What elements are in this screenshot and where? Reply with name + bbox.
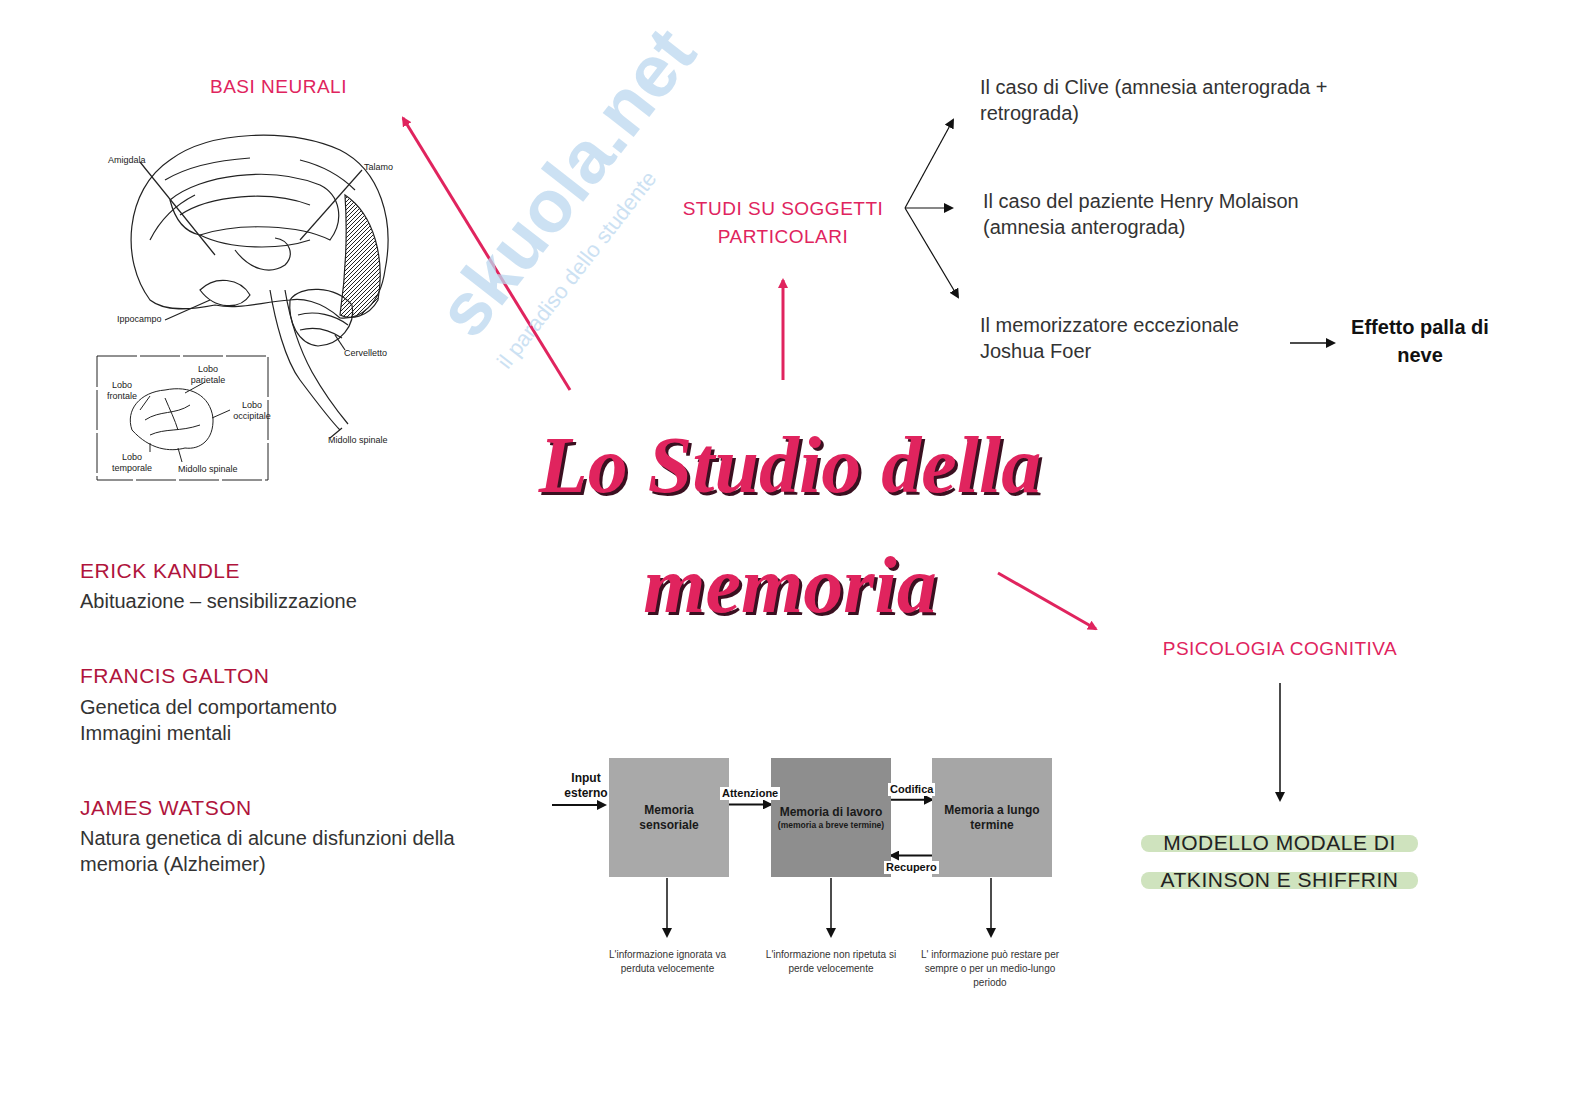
part-label: Talamo — [364, 162, 393, 173]
section-heading: BASI NEURALI — [210, 76, 347, 98]
flow-arrow — [891, 799, 932, 801]
case-note: Il memorizzatore eccezionale Joshua Foer — [980, 312, 1280, 364]
flow-note: L'informazione ignorata va perduta veloc… — [600, 948, 735, 976]
flow-note: L' informazione può restare per sempre o… — [910, 948, 1070, 990]
effect-label: Effetto palla di neve — [1345, 313, 1495, 369]
part-label: Lobo occipitale — [232, 400, 272, 422]
author-name: ERICK KANDLE — [80, 559, 240, 583]
flow-arrow — [891, 855, 932, 857]
input-label: Input esterno — [556, 771, 616, 801]
author-note: Genetica del comportamento — [80, 694, 337, 720]
edge-label: Recupero — [884, 861, 939, 874]
branch-arrow — [905, 208, 958, 297]
arrow — [1279, 683, 1281, 800]
brain-illustration — [131, 135, 388, 438]
author-name: JAMES WATSON — [80, 796, 252, 820]
branch-arrow — [905, 207, 952, 208]
highlight-band: MODELLO MODALE DI ATKINSON E SHIFFRIN — [1141, 818, 1418, 904]
author-note: Immagini mentali — [80, 720, 231, 746]
pink-arrow — [782, 280, 785, 380]
edge-label: Codifica — [888, 783, 935, 796]
down-arrow — [830, 878, 832, 936]
flow-arrow — [729, 803, 771, 805]
pink-arrow — [998, 573, 1096, 629]
flow-note: L'informazione non ripetuta si perde vel… — [757, 948, 905, 976]
section-heading: PSICOLOGIA COGNITIVA — [1130, 638, 1430, 660]
part-label: Midollo spinale — [178, 464, 238, 475]
part-label: Cervelletto — [344, 348, 387, 359]
diagram-title: Lo Studio della memoria — [480, 405, 1100, 645]
author-note: Abituazione – sensibilizzazione — [80, 588, 357, 614]
edge-label: Attenzione — [720, 787, 780, 800]
input-arrow — [552, 804, 605, 806]
part-label: Ippocampo — [117, 314, 162, 325]
part-label: Lobo frontale — [104, 380, 140, 402]
author-name: FRANCIS GALTON — [80, 664, 269, 688]
case-note: Il caso di Clive (amnesia anterograda + … — [980, 74, 1380, 126]
part-label: Lobo parietale — [188, 364, 228, 386]
memory-box: Memoria sensoriale — [609, 758, 729, 877]
node-title: Memoria di lavoro — [780, 805, 883, 820]
branch-arrow — [905, 120, 953, 208]
case-note: Il caso del paziente Henry Molaison (amn… — [983, 188, 1363, 240]
down-arrow — [666, 878, 668, 936]
part-label: Lobo temporale — [112, 452, 152, 474]
node-title: Memoria sensoriale — [615, 803, 723, 833]
memory-box: Memoria di lavoro(memoria a breve termin… — [771, 758, 891, 877]
node-subtitle: (memoria a breve termine) — [778, 820, 884, 830]
part-label: Amigdala — [108, 155, 146, 166]
part-label: Midollo spinale — [328, 435, 388, 446]
node-title: Memoria a lungo termine — [938, 803, 1046, 833]
arrow — [1290, 342, 1334, 344]
memory-box: Memoria a lungo termine — [932, 758, 1052, 877]
down-arrow — [990, 878, 992, 936]
section-heading: STUDI SU SOGGETTI PARTICOLARI — [668, 195, 898, 251]
node-title: MODELLO MODALE DI ATKINSON E SHIFFRIN — [1147, 824, 1412, 898]
author-note: Natura genetica di alcune disfunzioni de… — [80, 825, 480, 877]
